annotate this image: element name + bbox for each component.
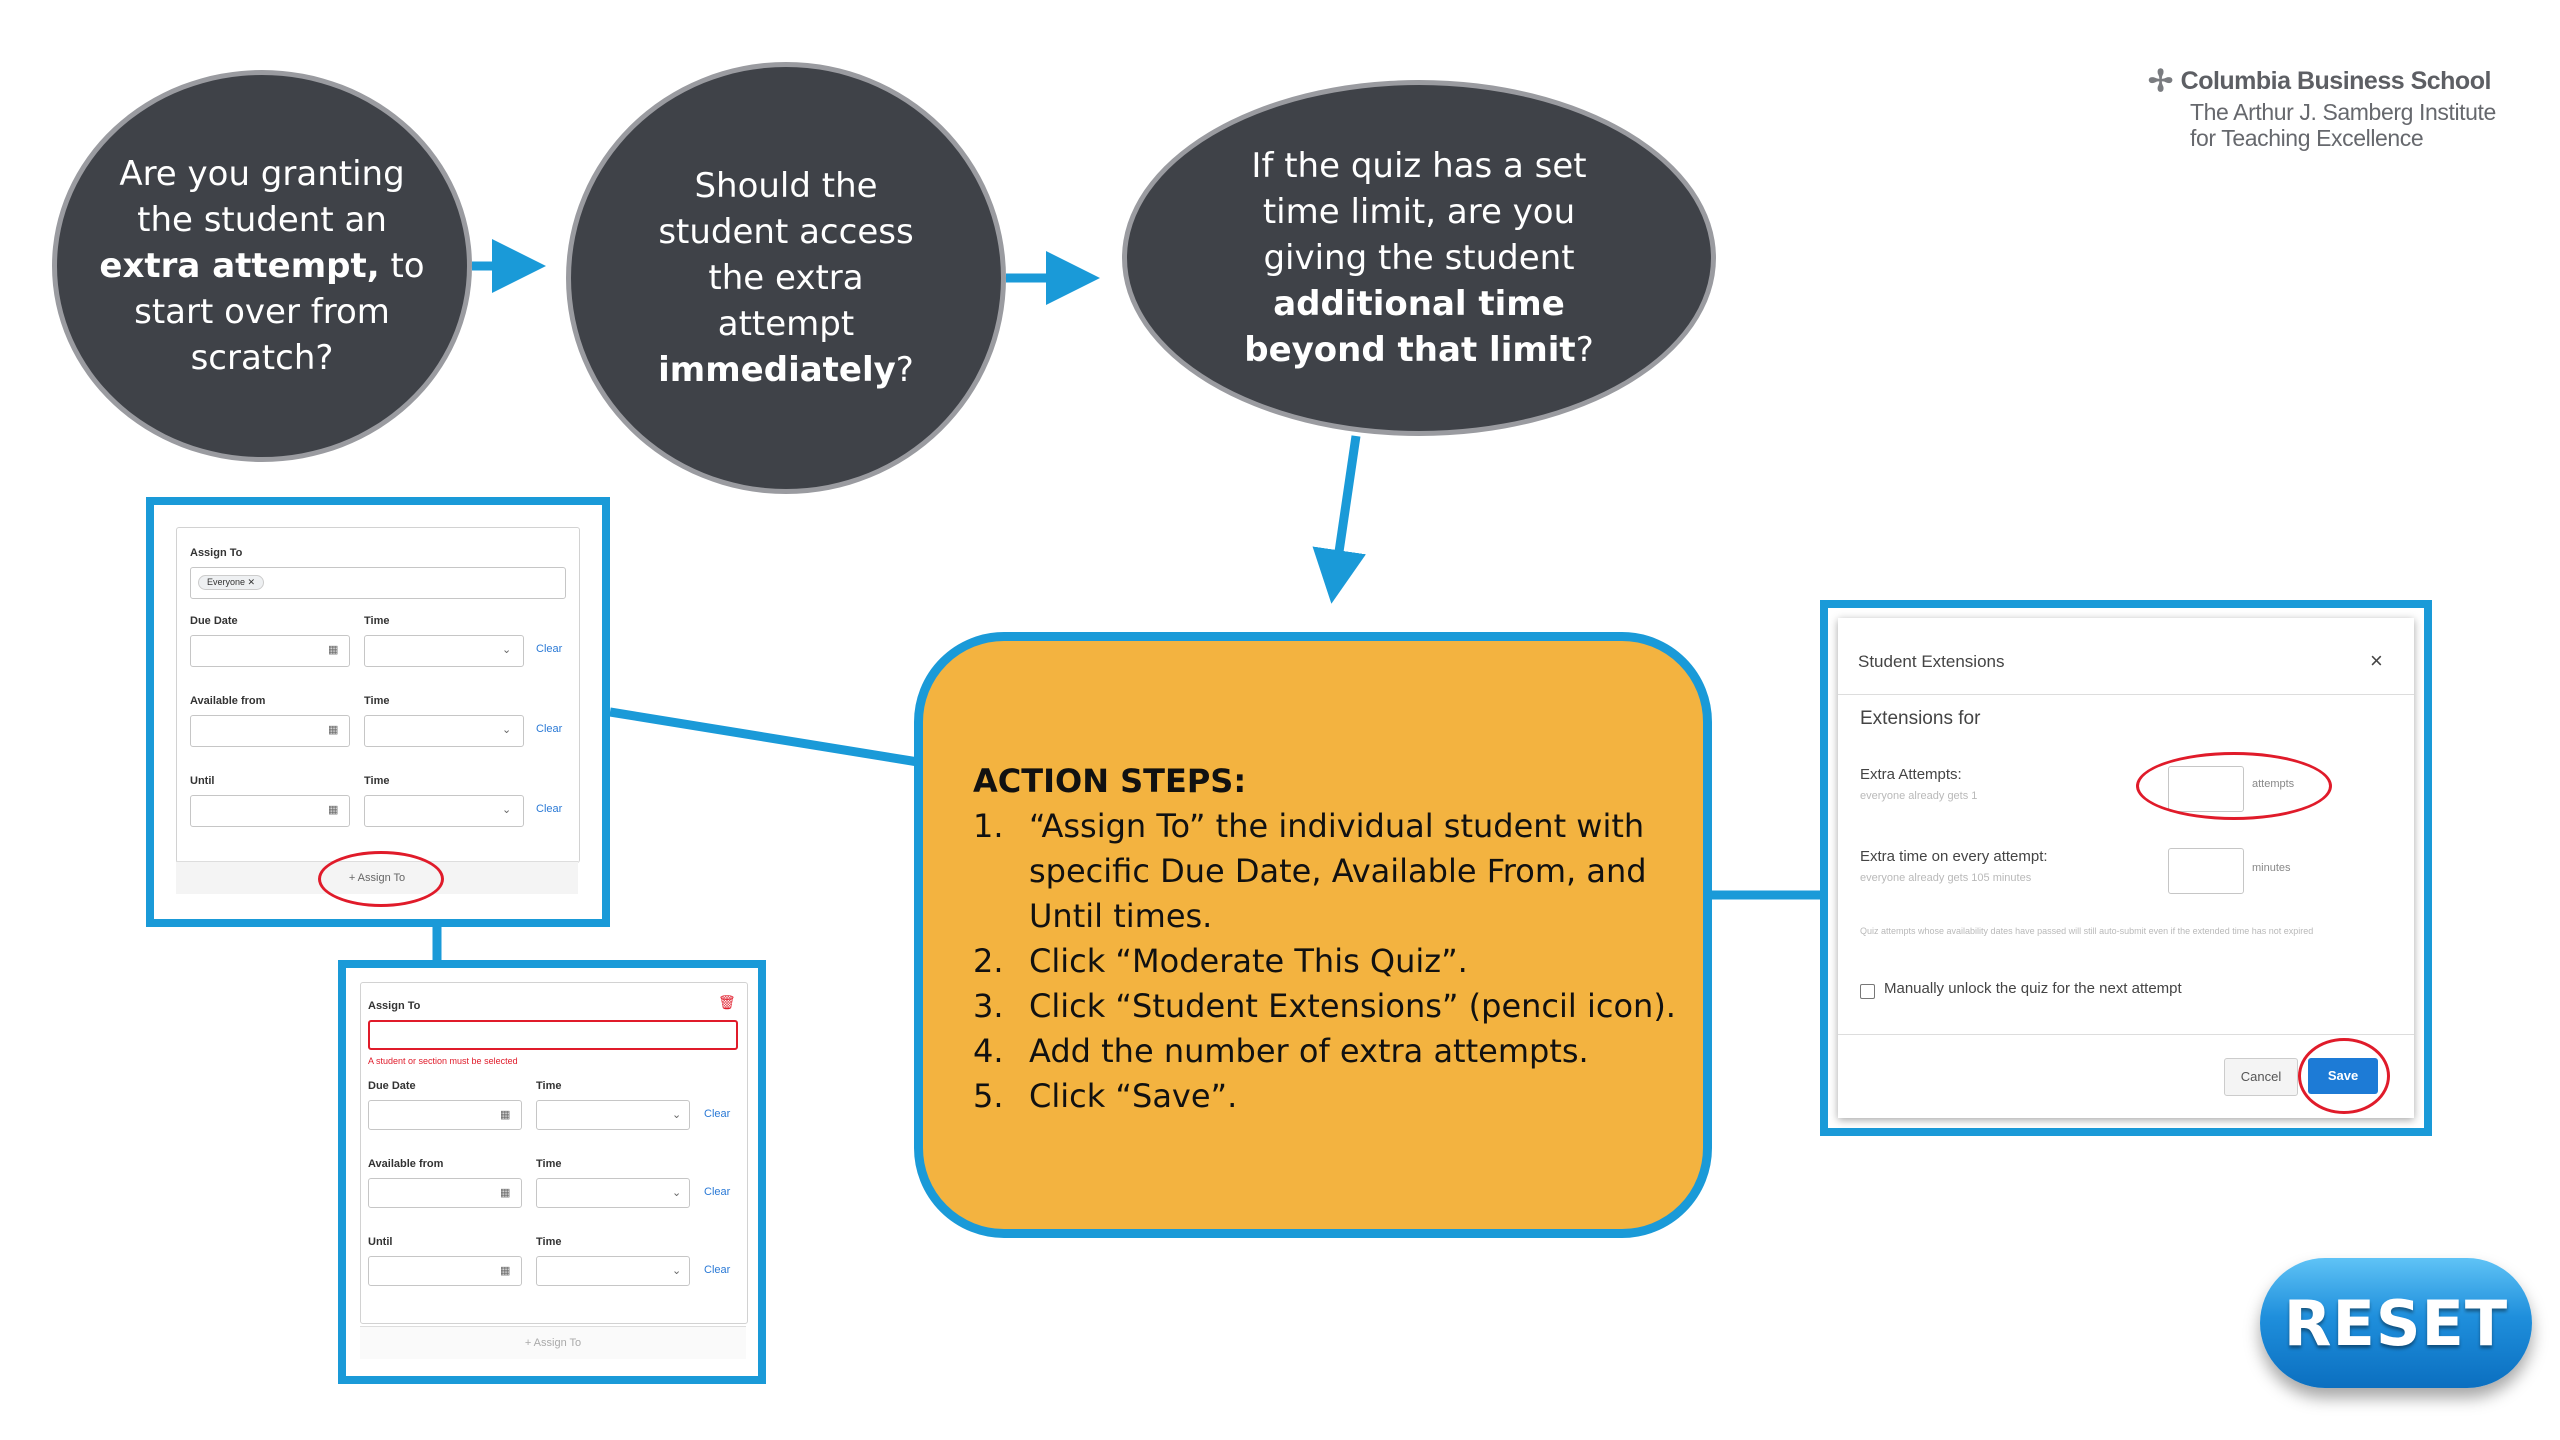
dialog-title: Student Extensions	[1858, 652, 2005, 671]
action-step: 2.Click “Moderate This Quiz”.	[973, 942, 1468, 980]
until-label: Until	[190, 775, 215, 787]
chevron-down-icon: ⌄	[502, 724, 512, 736]
calendar-icon[interactable]: ▦	[328, 724, 339, 736]
question-additional-time: If the quiz has a set time limit, are yo…	[1122, 80, 1716, 436]
dialog-footer-divider	[1838, 1034, 2414, 1035]
available-from-label: Available from	[190, 695, 266, 707]
until-time-select[interactable]	[536, 1256, 690, 1286]
error-message: A student or section must be selected	[368, 1056, 518, 1066]
chevron-down-icon: ⌄	[502, 644, 512, 656]
clear-due-link[interactable]: Clear	[704, 1108, 731, 1120]
action-step: 3.Click “Student Extensions” (pencil ico…	[973, 987, 1676, 1025]
extra-time-note: everyone already gets 105 minutes	[1860, 872, 2032, 884]
assign-to-label: Assign To	[190, 547, 243, 559]
extra-attempts-note: everyone already gets 1	[1860, 790, 1978, 802]
clear-available-link[interactable]: Clear	[536, 723, 563, 735]
line-form-action	[609, 707, 919, 767]
due-time-select[interactable]	[364, 635, 524, 667]
unlock-label: Manually unlock the quiz for the next at…	[1884, 980, 2182, 997]
highlight-circle-extra-attempts	[2136, 752, 2332, 820]
highlight-circle-save	[2298, 1038, 2390, 1114]
calendar-icon[interactable]: ▦	[500, 1109, 511, 1121]
extra-time-input[interactable]	[2168, 848, 2244, 894]
available-time-select[interactable]	[364, 715, 524, 747]
reset-button[interactable]: RESET	[2260, 1258, 2532, 1388]
assign-to-input[interactable]	[190, 567, 566, 599]
dialog-divider	[1838, 694, 2414, 695]
calendar-icon[interactable]: ▦	[328, 644, 339, 656]
action-step: 5.Click “Save”.	[973, 1077, 1238, 1115]
student-extensions-dialog: Student Extensions × Extensions for Extr…	[1838, 618, 2414, 1118]
time-label: Time	[536, 1236, 562, 1248]
extensions-for-label: Extensions for	[1860, 708, 1981, 729]
clear-due-link[interactable]: Clear	[536, 643, 563, 655]
time-label: Time	[364, 615, 390, 627]
calendar-icon[interactable]: ▦	[500, 1265, 511, 1277]
columbia-logo: ✢Columbia Business School The Arthur J. …	[2148, 65, 2496, 151]
assign-to-button[interactable]: + Assign To	[360, 1326, 746, 1359]
question-extra-attempt: Are you granting the student an extra at…	[52, 70, 472, 462]
available-from-input[interactable]	[190, 715, 350, 747]
time-label: Time	[536, 1080, 562, 1092]
assign-form-screenshot-1: Assign To Everyone ✕ Due Date Time ▦ ⌄ C…	[146, 497, 610, 927]
minutes-unit: minutes	[2252, 862, 2291, 874]
action-step: 1.“Assign To” the individual student wit…	[973, 807, 1647, 935]
due-date-input[interactable]	[368, 1100, 522, 1130]
until-input[interactable]	[190, 795, 350, 827]
calendar-icon[interactable]: ▦	[328, 804, 339, 816]
available-time-select[interactable]	[536, 1178, 690, 1208]
until-time-select[interactable]	[364, 795, 524, 827]
assign-to-input[interactable]	[368, 1020, 738, 1050]
action-steps-box: ACTION STEPS: 1.“Assign To” the individu…	[914, 632, 1712, 1238]
until-label: Until	[368, 1236, 393, 1248]
unlock-checkbox[interactable]	[1860, 984, 1875, 999]
student-extensions-screenshot: Student Extensions × Extensions for Extr…	[1820, 600, 2432, 1136]
due-time-select[interactable]	[536, 1100, 690, 1130]
due-date-label: Due Date	[190, 615, 238, 627]
calendar-icon[interactable]: ▦	[500, 1187, 511, 1199]
question-access-immediately: Should the student access the extra atte…	[566, 62, 1006, 494]
clear-until-link[interactable]: Clear	[704, 1264, 731, 1276]
extra-time-label: Extra time on every attempt:	[1860, 848, 2048, 865]
cancel-button[interactable]: Cancel	[2224, 1058, 2298, 1096]
chevron-down-icon: ⌄	[502, 804, 512, 816]
clear-available-link[interactable]: Clear	[704, 1186, 731, 1198]
arrow-q3-action	[1312, 435, 1366, 604]
everyone-chip[interactable]: Everyone ✕	[198, 575, 265, 590]
time-label: Time	[364, 695, 390, 707]
action-steps-list: 1.“Assign To” the individual student wit…	[973, 804, 1693, 1119]
due-date-input[interactable]	[190, 635, 350, 667]
crown-icon: ✢	[2148, 65, 2173, 98]
chevron-down-icon: ⌄	[672, 1109, 682, 1121]
until-input[interactable]	[368, 1256, 522, 1286]
trash-icon[interactable]: 🗑	[718, 994, 736, 1010]
chevron-down-icon: ⌄	[672, 1265, 682, 1277]
extra-attempts-label: Extra Attempts:	[1860, 766, 1962, 783]
time-label: Time	[536, 1158, 562, 1170]
chevron-down-icon: ⌄	[672, 1187, 682, 1199]
due-date-label: Due Date	[368, 1080, 416, 1092]
available-from-label: Available from	[368, 1158, 444, 1170]
clear-until-link[interactable]: Clear	[536, 803, 563, 815]
available-from-input[interactable]	[368, 1178, 522, 1208]
action-step: 4.Add the number of extra attempts.	[973, 1032, 1589, 1070]
close-icon[interactable]: ×	[2370, 648, 2383, 673]
assign-form-screenshot-2: Assign To 🗑 A student or section must be…	[338, 960, 766, 1384]
assign-to-label: Assign To	[368, 1000, 421, 1012]
highlight-circle-assign-to	[318, 851, 444, 907]
action-steps-title: ACTION STEPS:	[973, 762, 1247, 800]
time-label: Time	[364, 775, 390, 787]
fine-print: Quiz attempts whose availability dates h…	[1860, 926, 2314, 936]
